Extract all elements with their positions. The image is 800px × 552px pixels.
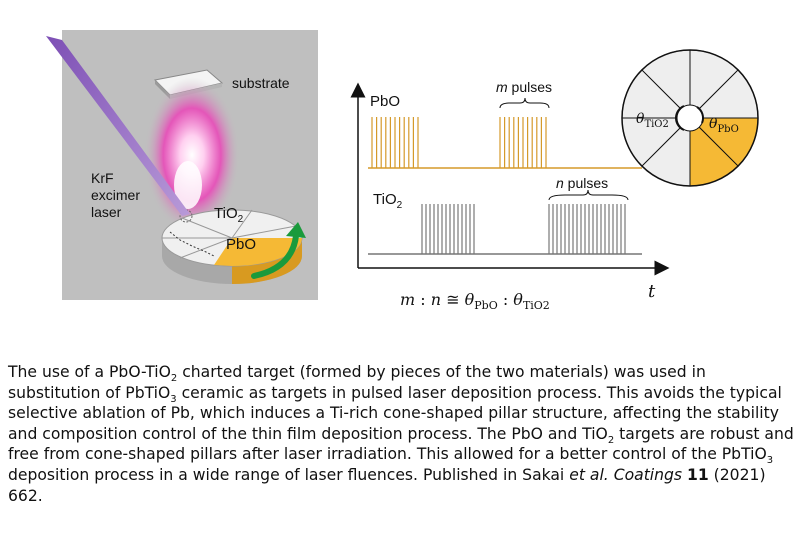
pulse-timing-chart: t PbO TiO2 m pulses n pulses m : n ≅ θPb…: [350, 79, 670, 312]
pbo-channel-label: PbO: [370, 93, 400, 110]
n-pulses-label: n pulses: [556, 175, 608, 191]
theta-pbo-label: θPbO: [709, 116, 739, 135]
tio2-pulse-groups: [421, 204, 626, 254]
rotation-arrowhead-icon: [286, 222, 306, 238]
pbo-pulse-groups: [371, 117, 547, 168]
target-pbo-label: PbO: [226, 236, 256, 253]
tio2-channel-label: TiO2: [373, 191, 403, 211]
t-axis-label: t: [648, 281, 656, 302]
pbo-angle-arrow-icon: [696, 106, 705, 124]
laser-label: KrF excimer laser: [91, 170, 144, 220]
substrate-label: substrate: [232, 75, 290, 91]
theta-tio2-label: θTiO2: [636, 111, 669, 130]
ratio-equation: m : n ≅ θPbO : θTiO2: [400, 290, 550, 312]
target-tio2-label: TiO2: [214, 205, 244, 225]
deposition-setup-panel: substrate TiO2 PbO KrF excimer laser: [46, 30, 318, 300]
m-pulses-label: m pulses: [496, 79, 552, 95]
m-pulses-brace: [499, 97, 550, 109]
target-wheel: θTiO2 θPbO: [621, 49, 759, 187]
tio2-angle-arrow-icon: [675, 105, 685, 131]
laser-beam: [46, 36, 190, 216]
figure-diagram: substrate TiO2 PbO KrF excimer laser: [46, 30, 759, 312]
plume-core: [174, 161, 202, 209]
rotation-arrow-icon: [251, 233, 299, 279]
figure-caption: The use of a PbO-TiO2 charted target (fo…: [8, 363, 794, 505]
n-pulses-brace: [548, 189, 629, 201]
